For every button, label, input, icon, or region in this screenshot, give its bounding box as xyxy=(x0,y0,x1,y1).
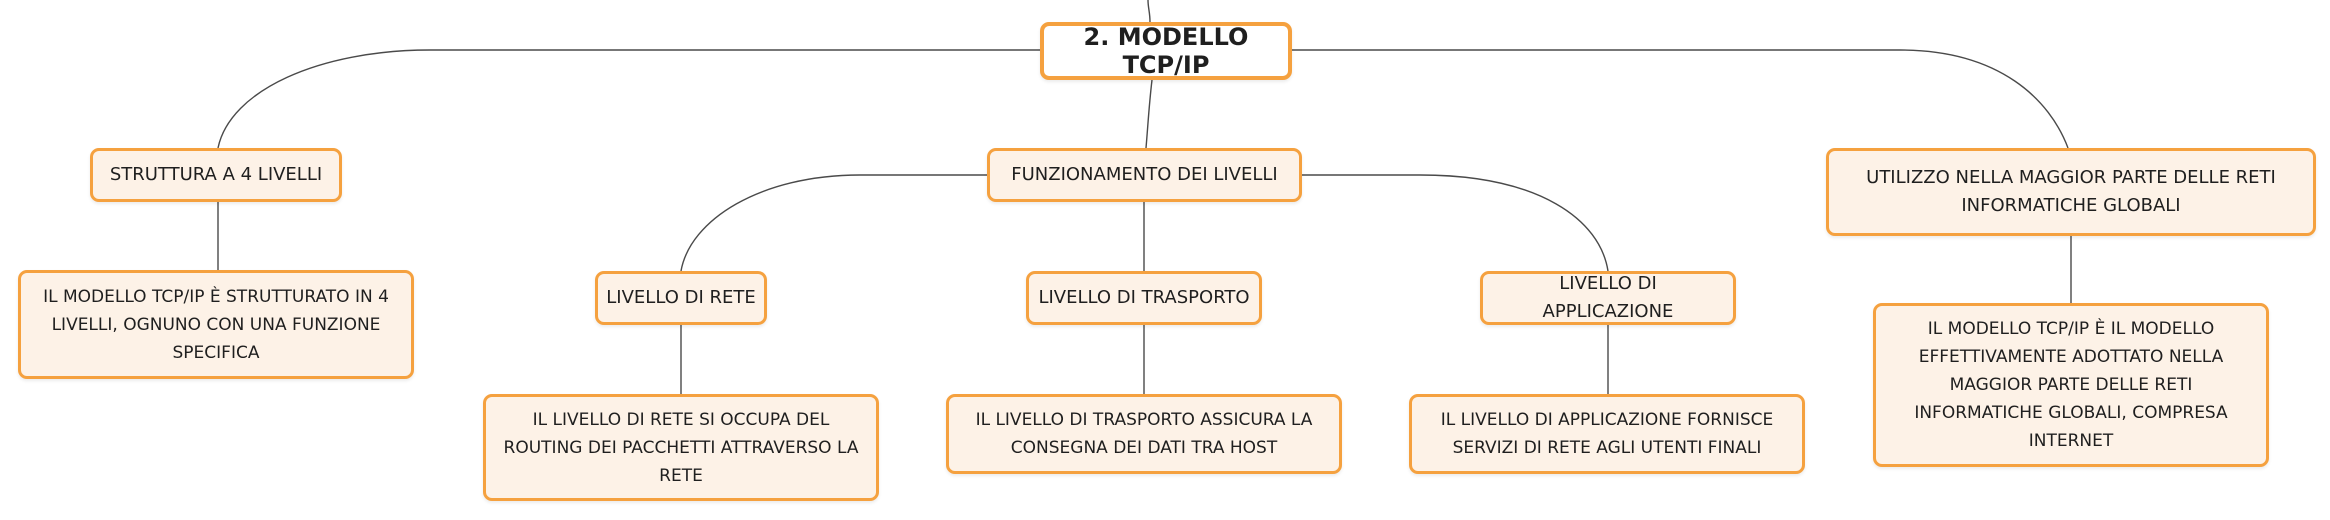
node-livello-applicazione-detail[interactable]: IL LIVELLO DI APPLICAZIONE FORNISCE SERV… xyxy=(1409,394,1805,474)
node-livello-trasporto[interactable]: LIVELLO DI TRASPORTO xyxy=(1026,271,1262,325)
node-livello-rete-detail-text: IL LIVELLO DI RETE SI OCCUPA DEL ROUTING… xyxy=(503,409,859,486)
node-livello-applicazione-label: LIVELLO DI APPLICAZIONE xyxy=(1542,273,1674,322)
node-livello-trasporto-detail[interactable]: IL LIVELLO DI TRASPORTO ASSICURA LA CONS… xyxy=(946,394,1342,474)
root-node[interactable]: 2. MODELLO TCP/IP xyxy=(1040,22,1292,80)
node-utilizzo[interactable]: UTILIZZO NELLA MAGGIOR PARTE DELLE RETI … xyxy=(1826,148,2316,236)
connector-root-struttura xyxy=(217,49,1040,149)
node-livello-applicazione-detail-text: IL LIVELLO DI APPLICAZIONE FORNISCE SERV… xyxy=(1440,410,1774,458)
connector-funz-applicazione xyxy=(1302,174,1609,272)
node-utilizzo-detail[interactable]: IL MODELLO TCP/IP È IL MODELLO EFFETTIVA… xyxy=(1873,303,2269,467)
node-livello-rete-label: LIVELLO DI RETE xyxy=(606,287,756,308)
node-livello-trasporto-detail-text: IL LIVELLO DI TRASPORTO ASSICURA LA CONS… xyxy=(975,410,1313,458)
node-struttura-label: STRUTTURA A 4 LIVELLI xyxy=(109,164,323,185)
node-utilizzo-detail-text: IL MODELLO TCP/IP È IL MODELLO EFFETTIVA… xyxy=(1914,319,2228,451)
node-struttura-detail-text: IL MODELLO TCP/IP È STRUTTURATO IN 4 LIV… xyxy=(43,286,389,363)
connector-root-utilizzo xyxy=(1292,49,2069,149)
connector-parent-in xyxy=(1147,0,1151,23)
node-livello-trasporto-label: LIVELLO DI TRASPORTO xyxy=(1038,287,1250,308)
connector-funz-rete xyxy=(680,174,987,272)
node-livello-rete[interactable]: LIVELLO DI RETE xyxy=(595,271,767,325)
node-funzionamento-label: FUNZIONAMENTO DEI LIVELLI xyxy=(1011,164,1278,185)
node-struttura-detail[interactable]: IL MODELLO TCP/IP È STRUTTURATO IN 4 LIV… xyxy=(18,270,414,379)
node-livello-applicazione[interactable]: LIVELLO DI APPLICAZIONE xyxy=(1480,271,1736,325)
node-funzionamento[interactable]: FUNZIONAMENTO DEI LIVELLI xyxy=(987,148,1302,202)
node-livello-rete-detail[interactable]: IL LIVELLO DI RETE SI OCCUPA DEL ROUTING… xyxy=(483,394,879,501)
node-struttura[interactable]: STRUTTURA A 4 LIVELLI xyxy=(90,148,342,202)
root-label: 2. MODELLO TCP/IP xyxy=(1083,23,1249,79)
connector-root-funzionamento xyxy=(1145,79,1153,149)
node-utilizzo-label: UTILIZZO NELLA MAGGIOR PARTE DELLE RETI … xyxy=(1866,167,2276,216)
